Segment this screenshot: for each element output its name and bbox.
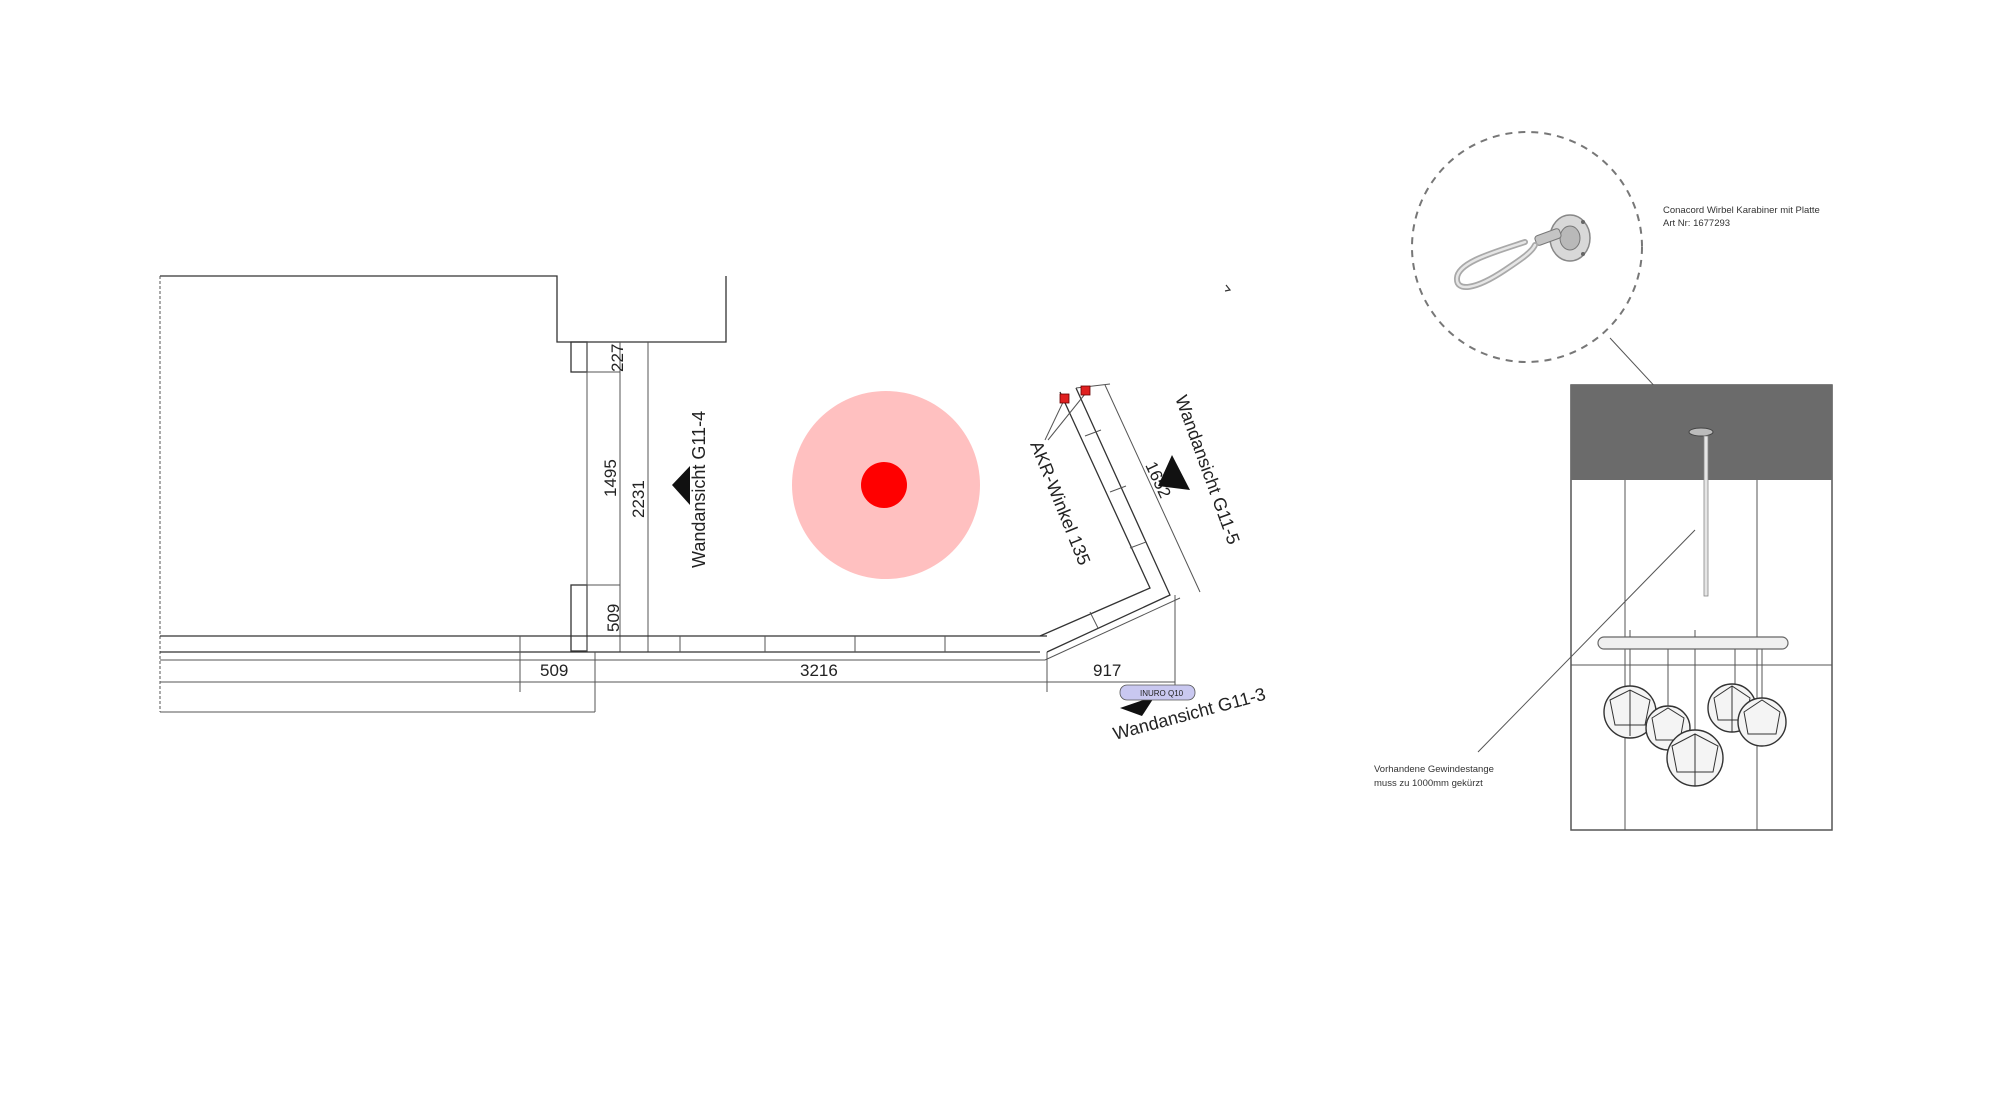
detail-drawing: Conacord Wirbel Karabiner mit Platte Art… xyxy=(1374,131,1833,831)
lamp-canopy xyxy=(1597,636,1789,650)
angled-wall-outer xyxy=(1039,391,1151,637)
ceiling-plate xyxy=(1688,427,1714,437)
callout-title: Conacord Wirbel Karabiner mit Platte xyxy=(1663,205,1820,216)
view-arrow-g11-5 xyxy=(1158,455,1190,490)
dim-2231: 2231 xyxy=(629,480,648,518)
pillar-bottom xyxy=(570,584,588,652)
wall-view-g11-5: Wandansicht G11-5 xyxy=(1171,393,1244,547)
dim-509-vertical: 509 xyxy=(604,604,623,632)
product-tag-label: INURO Q10 xyxy=(1140,689,1184,698)
angled-wall-line xyxy=(1044,597,1181,661)
pendant-shade xyxy=(1666,729,1724,787)
pendant-shade xyxy=(1737,697,1787,747)
akr-leader xyxy=(1047,393,1086,441)
akr-winkel-label: AKR-Winkel 135 xyxy=(1026,438,1094,568)
segment xyxy=(1129,541,1147,549)
segment xyxy=(1084,429,1102,437)
view-arrow-g11-4 xyxy=(672,466,690,505)
dim-227: 227 xyxy=(608,344,627,372)
segment xyxy=(1089,611,1099,629)
akr-leader xyxy=(1044,397,1066,441)
dim-917: 917 xyxy=(1093,661,1121,680)
carabiner-swivel-icon xyxy=(1454,214,1591,290)
fitting-marker-2 xyxy=(1080,385,1091,396)
callout-circle xyxy=(1411,131,1643,363)
angled-wall-inner xyxy=(1046,387,1171,653)
angled-dim-line xyxy=(1104,384,1201,593)
floor-plan: 227 1495 2231 509 509 3216 917 1652 Wand… xyxy=(159,275,1268,744)
location-marker-inner xyxy=(861,462,907,508)
callout-article: Art Nr: 1677293 xyxy=(1663,218,1730,229)
fitting-marker-1 xyxy=(1059,393,1070,404)
dim-509-horizontal: 509 xyxy=(540,661,568,680)
note-leader xyxy=(1477,529,1696,753)
note-line-2: muss zu 1000mm gekürzt xyxy=(1374,778,1483,789)
product-tag xyxy=(1119,684,1196,701)
threaded-rod xyxy=(1703,435,1709,597)
room-outline xyxy=(160,275,727,343)
segment xyxy=(1109,485,1127,493)
wall-view-g11-4: Wandansicht G11-4 xyxy=(689,411,709,568)
stray-mark xyxy=(1224,284,1232,292)
dim-1495: 1495 xyxy=(601,459,620,497)
view-arrow-g11-3 xyxy=(1120,696,1155,716)
dim-3216: 3216 xyxy=(800,661,838,680)
pillar-top xyxy=(570,341,588,373)
note-line-1: Vorhandene Gewindestange xyxy=(1374,764,1494,775)
